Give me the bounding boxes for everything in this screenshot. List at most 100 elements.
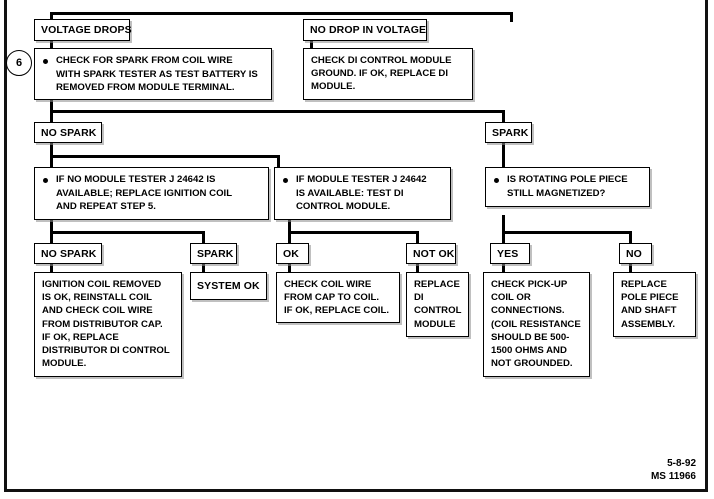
node-no-drop-in-voltage-label: NO DROP IN VOLTAGE — [310, 24, 427, 36]
bullet-row: IF NO MODULE TESTER J 24642 IS AVAILABLE… — [43, 173, 262, 214]
node-yes[interactable]: YES — [490, 243, 530, 264]
node-replace-di-module[interactable]: REPLACE DI CONTROL MODULE — [406, 272, 469, 337]
text-line: DISTRIBUTOR DI CONTROL — [42, 345, 170, 357]
text-line: CONTROL — [414, 305, 462, 317]
connector-top-to-no-drop — [510, 12, 513, 22]
text-line: REMOVED FROM MODULE TERMINAL. — [56, 82, 235, 94]
connector-no-spark1-down — [50, 142, 53, 158]
connector-tester-down — [288, 219, 291, 237]
connector-top-bus — [50, 12, 513, 15]
connector-branch4-to-not-ok — [416, 231, 419, 243]
node-not-ok-label: NOT OK — [413, 247, 455, 260]
node-ignition-coil-result[interactable]: IGNITION COIL REMOVED IS OK, REINSTALL C… — [34, 272, 182, 377]
node-no-tester-action-text: IF NO MODULE TESTER J 24642 IS AVAILABLE… — [56, 173, 262, 214]
node-tester-action[interactable]: IF MODULE TESTER J 24642 IS AVAILABLE: T… — [274, 167, 451, 220]
connector-branch4-bus — [288, 231, 419, 234]
bullet-dot-icon — [283, 177, 288, 183]
connector-ok-down — [288, 263, 291, 274]
node-no-spark-2[interactable]: NO SPARK — [34, 243, 102, 264]
node-spark-1-label: SPARK — [492, 126, 529, 139]
connector-no-spark2-down — [50, 263, 53, 274]
connector-no-down — [629, 263, 632, 274]
connector-branch5-to-yes — [502, 231, 505, 243]
bullet-row: CHECK FOR SPARK FROM COIL WIRE WITH SPAR… — [43, 54, 265, 95]
connector-branch1-bus — [50, 110, 505, 113]
node-spark-1[interactable]: SPARK — [485, 122, 532, 143]
text-line: CONTROL MODULE. — [296, 201, 391, 213]
connector-branch3-to-spark — [202, 231, 205, 243]
node-check-pickup-coil[interactable]: CHECK PICK-UP COIL OR CONNECTIONS. (COIL… — [483, 272, 590, 377]
text-line: IF OK, REPLACE — [42, 331, 119, 343]
text-line: (COIL RESISTANCE — [491, 318, 581, 330]
step-number-label: 6 — [15, 57, 23, 69]
node-voltage-drops[interactable]: VOLTAGE DROPS — [34, 19, 132, 41]
connector-branch5-bus — [502, 231, 632, 234]
text-line: IS AVAILABLE: TEST DI — [296, 187, 404, 199]
text-line: MODULE — [414, 318, 456, 330]
node-no-spark-2-label: NO SPARK — [41, 247, 97, 260]
connector-branch2-bus — [50, 155, 280, 158]
text-line: MODULE. — [311, 81, 356, 93]
text-line: AND SHAFT — [621, 305, 677, 317]
node-pole-piece-question[interactable]: IS ROTATING POLE PIECE STILL MAGNETIZED? — [485, 167, 650, 207]
connector-no-drop-down — [310, 41, 313, 51]
node-spark-2-label: SPARK — [197, 247, 234, 260]
text-line: IS OK, REINSTALL COIL — [42, 292, 152, 304]
node-ok[interactable]: OK — [276, 243, 309, 264]
node-replace-pole-piece[interactable]: REPLACE POLE PIECE AND SHAFT ASSEMBLY. — [613, 272, 696, 337]
text-line: POLE PIECE — [621, 292, 679, 304]
node-check-di-ground[interactable]: CHECK DI CONTROL MODULE GROUND. IF OK, R… — [303, 48, 473, 100]
node-step6-action[interactable]: CHECK FOR SPARK FROM COIL WIRE WITH SPAR… — [34, 48, 272, 100]
text-line: CONNECTIONS. — [491, 305, 565, 317]
text-line: COIL OR — [491, 292, 531, 304]
node-no-spark-1-label: NO SPARK — [41, 126, 97, 139]
text-line: ASSEMBLY. — [621, 318, 676, 330]
node-yes-label: YES — [497, 247, 519, 260]
node-system-ok[interactable]: SYSTEM OK — [190, 272, 267, 300]
node-system-ok-label: SYSTEM OK — [197, 280, 260, 292]
connector-spark2-down — [202, 263, 205, 274]
node-no-tester-action[interactable]: IF NO MODULE TESTER J 24642 IS AVAILABLE… — [34, 167, 269, 220]
page-border-bottom — [4, 489, 708, 492]
text-line: SHOULD BE 500- — [491, 331, 570, 343]
node-no-spark-1[interactable]: NO SPARK — [34, 122, 102, 143]
node-check-coil-wire[interactable]: CHECK COIL WIRE FROM CAP TO COIL. IF OK,… — [276, 272, 400, 323]
text-line: CHECK COIL WIRE — [284, 279, 372, 290]
node-no-drop-in-voltage[interactable]: NO DROP IN VOLTAGE — [303, 19, 427, 41]
connector-spark1-down — [502, 142, 505, 168]
text-line: FROM DISTRIBUTOR CAP. — [42, 318, 163, 330]
connector-branch5-to-no — [629, 231, 632, 243]
connector-top-to-voltage-drops — [50, 12, 53, 22]
node-step6-action-text: CHECK FOR SPARK FROM COIL WIRE WITH SPAR… — [56, 54, 265, 95]
text-line: CHECK FOR SPARK FROM COIL WIRE — [56, 55, 233, 66]
connector-voltage-drops-down — [50, 41, 53, 51]
text-line: REPLACE — [621, 279, 667, 290]
bullet-row: IF MODULE TESTER J 24642 IS AVAILABLE: T… — [283, 173, 444, 214]
node-no-label: NO — [626, 247, 642, 260]
connector-branch2-to-left — [50, 155, 53, 168]
text-line: 1500 OHMS AND — [491, 345, 567, 357]
node-ok-label: OK — [283, 247, 299, 260]
node-voltage-drops-label: VOLTAGE DROPS — [41, 24, 132, 36]
text-line: IF MODULE TESTER J 24642 — [296, 174, 427, 185]
node-no[interactable]: NO — [619, 243, 652, 264]
text-line: CHECK DI CONTROL MODULE — [311, 55, 452, 66]
text-line: WITH SPARK TESTER AS TEST BATTERY IS — [56, 68, 258, 80]
connector-branch1-to-spark — [502, 110, 505, 123]
bullet-dot-icon — [43, 177, 48, 183]
connector-branch3-bus — [50, 231, 205, 234]
page-border-left — [4, 0, 7, 492]
text-line: CHECK PICK-UP — [491, 279, 568, 290]
connector-yes-down — [502, 263, 505, 274]
text-line: IF NO MODULE TESTER J 24642 IS — [56, 174, 216, 185]
connector-branch2-to-right — [277, 155, 280, 168]
text-line: DI — [414, 292, 424, 304]
text-line: IGNITION COIL REMOVED — [42, 279, 162, 290]
node-spark-2[interactable]: SPARK — [190, 243, 237, 264]
text-line: AND CHECK COIL WIRE — [42, 305, 153, 317]
footer: 5-8-92 MS 11966 — [560, 458, 696, 483]
text-line: GROUND. IF OK, REPLACE DI — [311, 68, 448, 80]
step-number-marker: 6 — [6, 50, 32, 76]
node-not-ok[interactable]: NOT OK — [406, 243, 456, 264]
